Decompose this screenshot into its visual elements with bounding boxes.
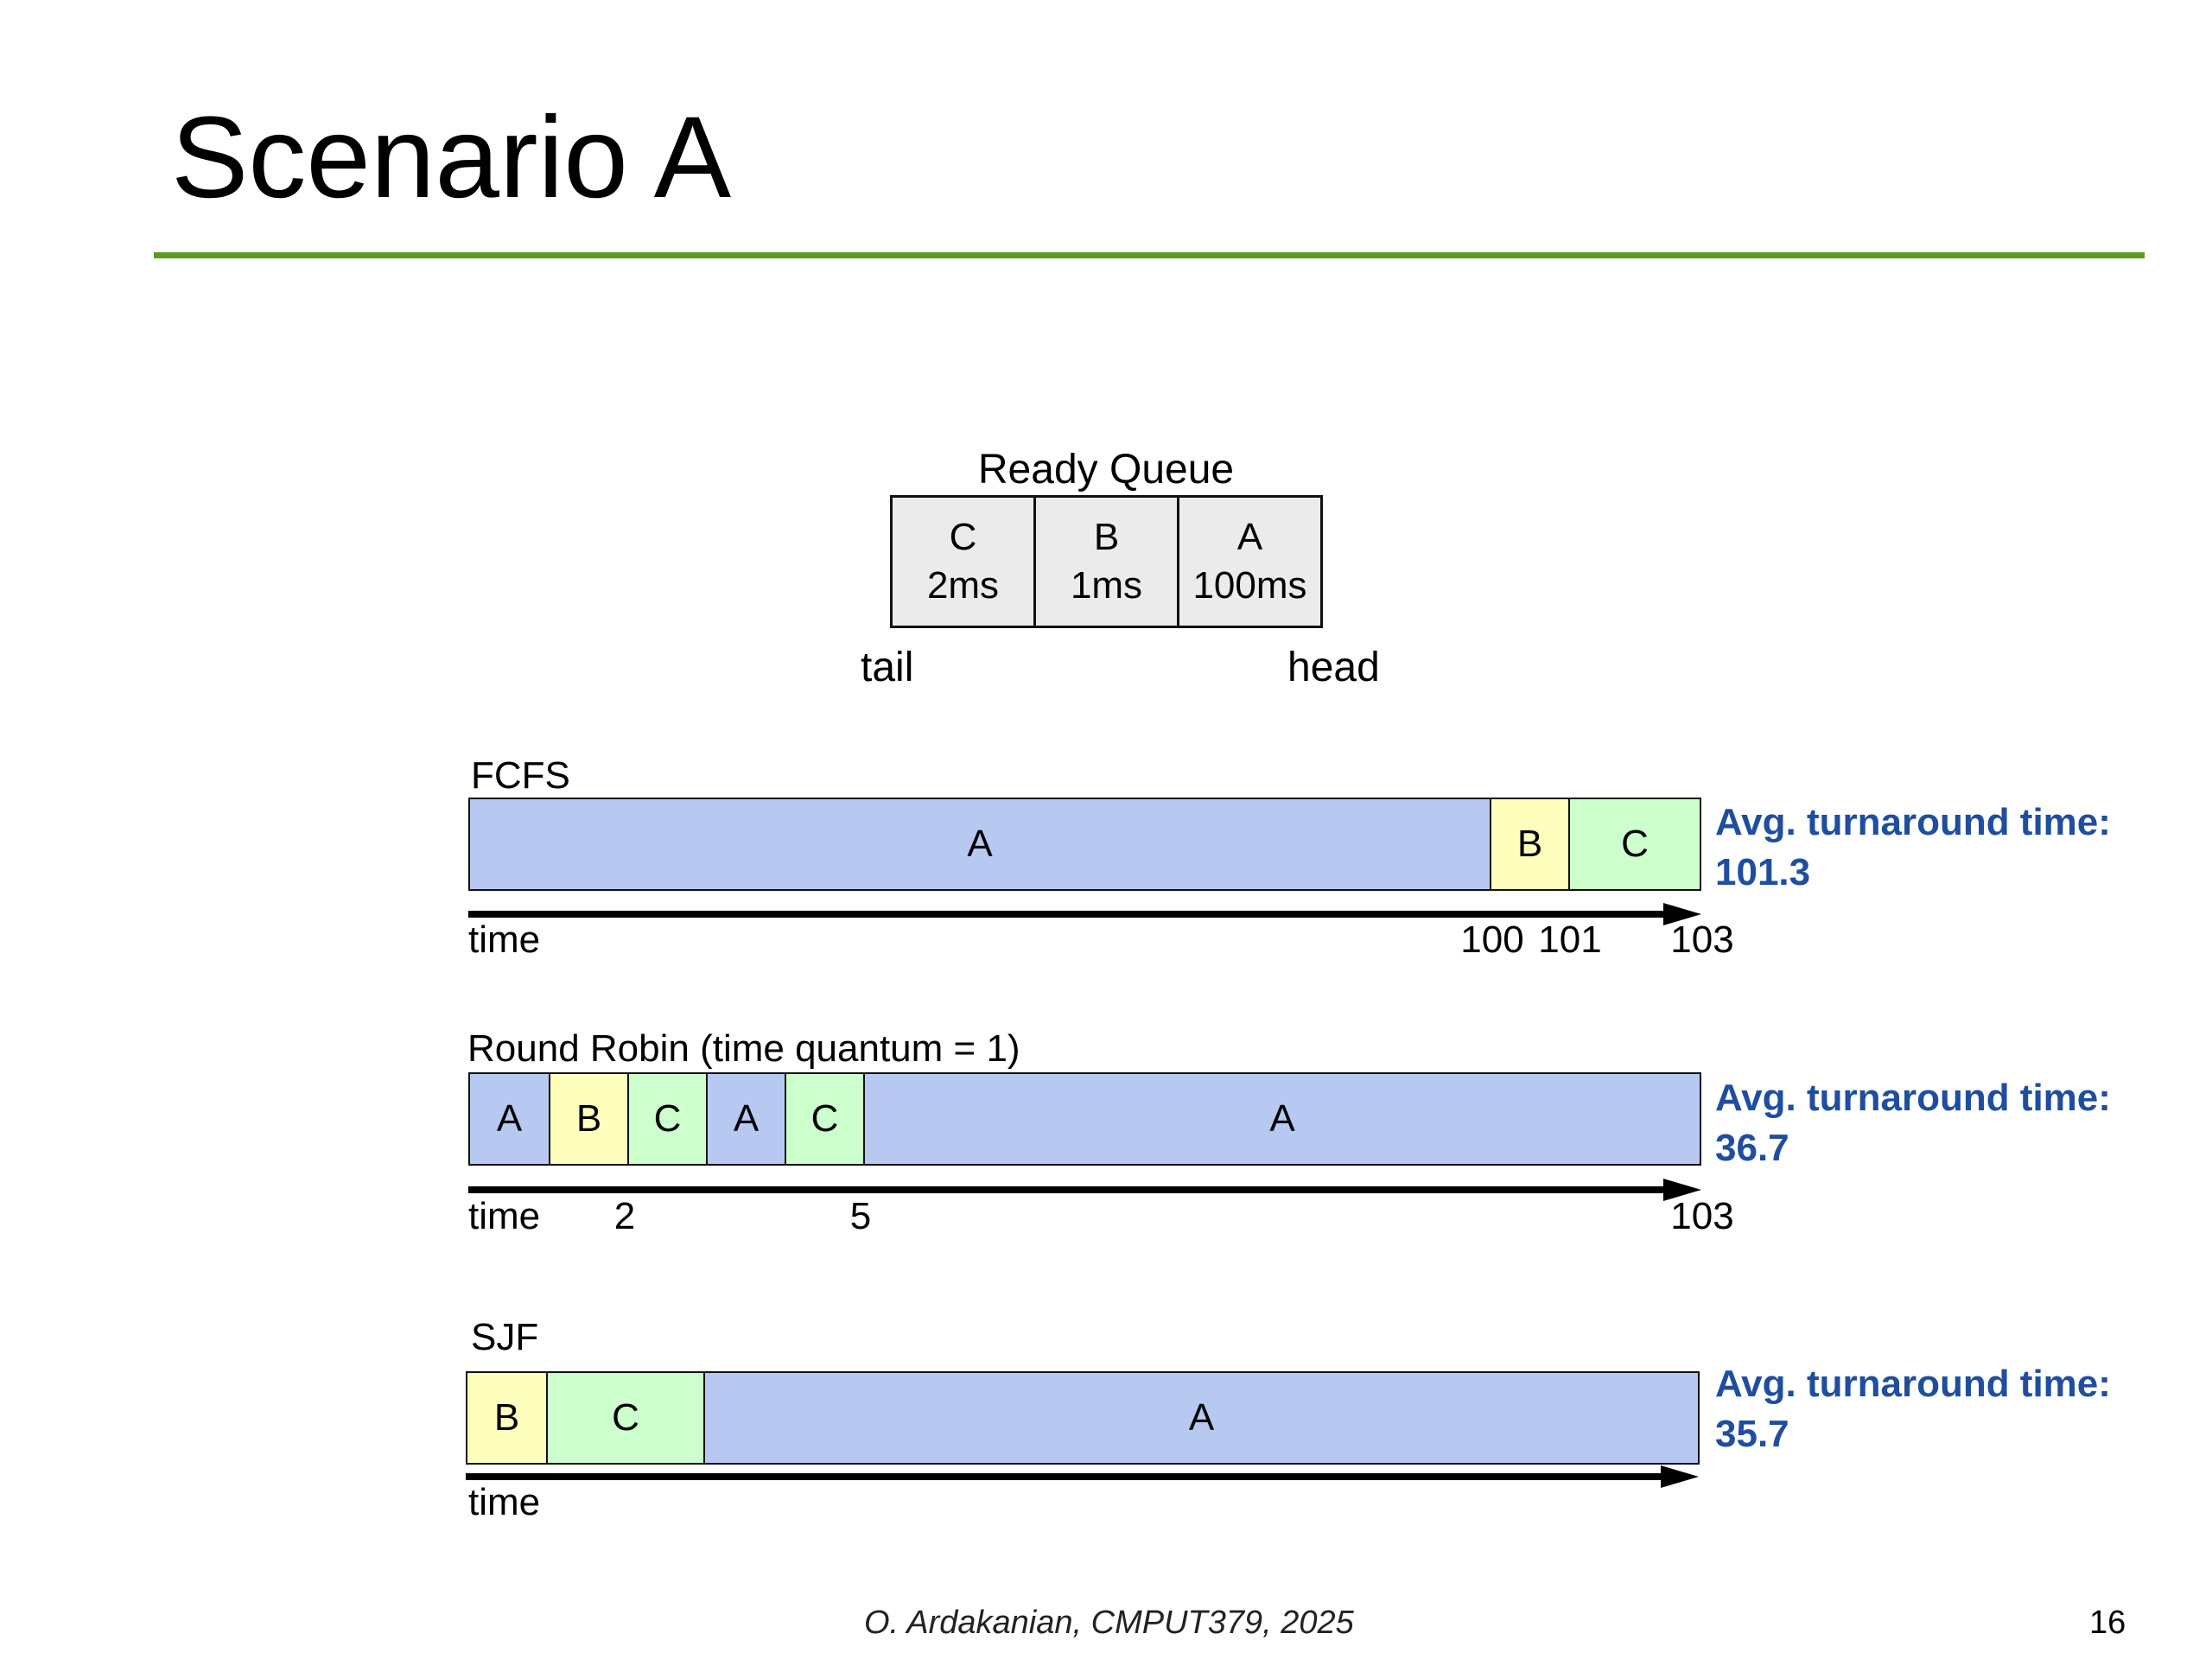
sjf-label: SJF (471, 1316, 539, 1358)
rr-segment-a: A (863, 1074, 1700, 1164)
sjf-avg-label: Avg. turnaround time: (1715, 1363, 2111, 1405)
sjf-avg-value: 35.7 (1715, 1413, 1789, 1455)
queue-slot-burst: 2ms (926, 564, 1000, 607)
fcfs-segment-a: A (470, 799, 1490, 889)
sjf-segment-a: A (703, 1373, 1698, 1463)
slide-title: Scenario A (171, 93, 732, 222)
rr-tick: 5 (849, 1195, 872, 1237)
sjf-time-label: time (468, 1481, 541, 1523)
footer-credit: O. Ardakanian, CMPUT379, 2025 (864, 1605, 1354, 1641)
sjf-segment-b: B (467, 1373, 546, 1463)
rr-segment-a: A (706, 1074, 785, 1164)
queue-slot-name: B (1093, 516, 1120, 558)
queue-slot: A 100ms (1177, 495, 1323, 628)
rr-tick: 103 (1670, 1195, 1734, 1237)
queue-slot: C 2ms (890, 495, 1036, 628)
page-number: 16 (2089, 1605, 2126, 1641)
title-divider (154, 252, 2145, 258)
rr-time-label: time (468, 1195, 541, 1237)
queue-slot-name: A (1236, 516, 1263, 558)
ready-queue: C 2ms B 1ms A 100ms (890, 495, 1323, 628)
rr-segment-a: A (470, 1074, 549, 1164)
rr-segment-c: C (785, 1074, 863, 1164)
sjf-time-axis (466, 1473, 1662, 1480)
rr-tick: 2 (613, 1195, 636, 1237)
fcfs-axis-arrowhead (1663, 903, 1701, 925)
ready-queue-title: Ready Queue (977, 447, 1235, 493)
fcfs-tick: 100 (1460, 918, 1524, 961)
queue-slot-name: C (949, 516, 977, 558)
fcfs-segment-b: B (1490, 799, 1568, 889)
queue-slot-burst: 1ms (1070, 564, 1143, 607)
fcfs-avg-label: Avg. turnaround time: (1715, 801, 2111, 843)
fcfs-avg-value: 101.3 (1715, 851, 1811, 893)
fcfs-time-label: time (468, 918, 541, 961)
queue-head-label: head (1287, 645, 1380, 690)
fcfs-tick: 101 (1538, 918, 1602, 961)
rr-axis-arrowhead (1663, 1179, 1701, 1201)
queue-slot: B 1ms (1033, 495, 1179, 628)
rr-avg-value: 36.7 (1715, 1127, 1789, 1169)
sjf-axis-arrowhead (1661, 1465, 1699, 1488)
fcfs-tick: 103 (1670, 918, 1734, 961)
rr-segment-b: B (549, 1074, 627, 1164)
rr-time-axis (468, 1186, 1664, 1193)
rr-avg-label: Avg. turnaround time: (1715, 1077, 2111, 1119)
fcfs-segment-c: C (1568, 799, 1700, 889)
sjf-segment-c: C (546, 1373, 703, 1463)
queue-slot-burst: 100ms (1192, 564, 1307, 607)
rr-segment-c: C (627, 1074, 706, 1164)
rr-label: Round Robin (time quantum = 1) (467, 1027, 1020, 1070)
queue-tail-label: tail (861, 645, 914, 690)
fcfs-time-axis (468, 911, 1664, 918)
fcfs-label: FCFS (471, 754, 570, 797)
